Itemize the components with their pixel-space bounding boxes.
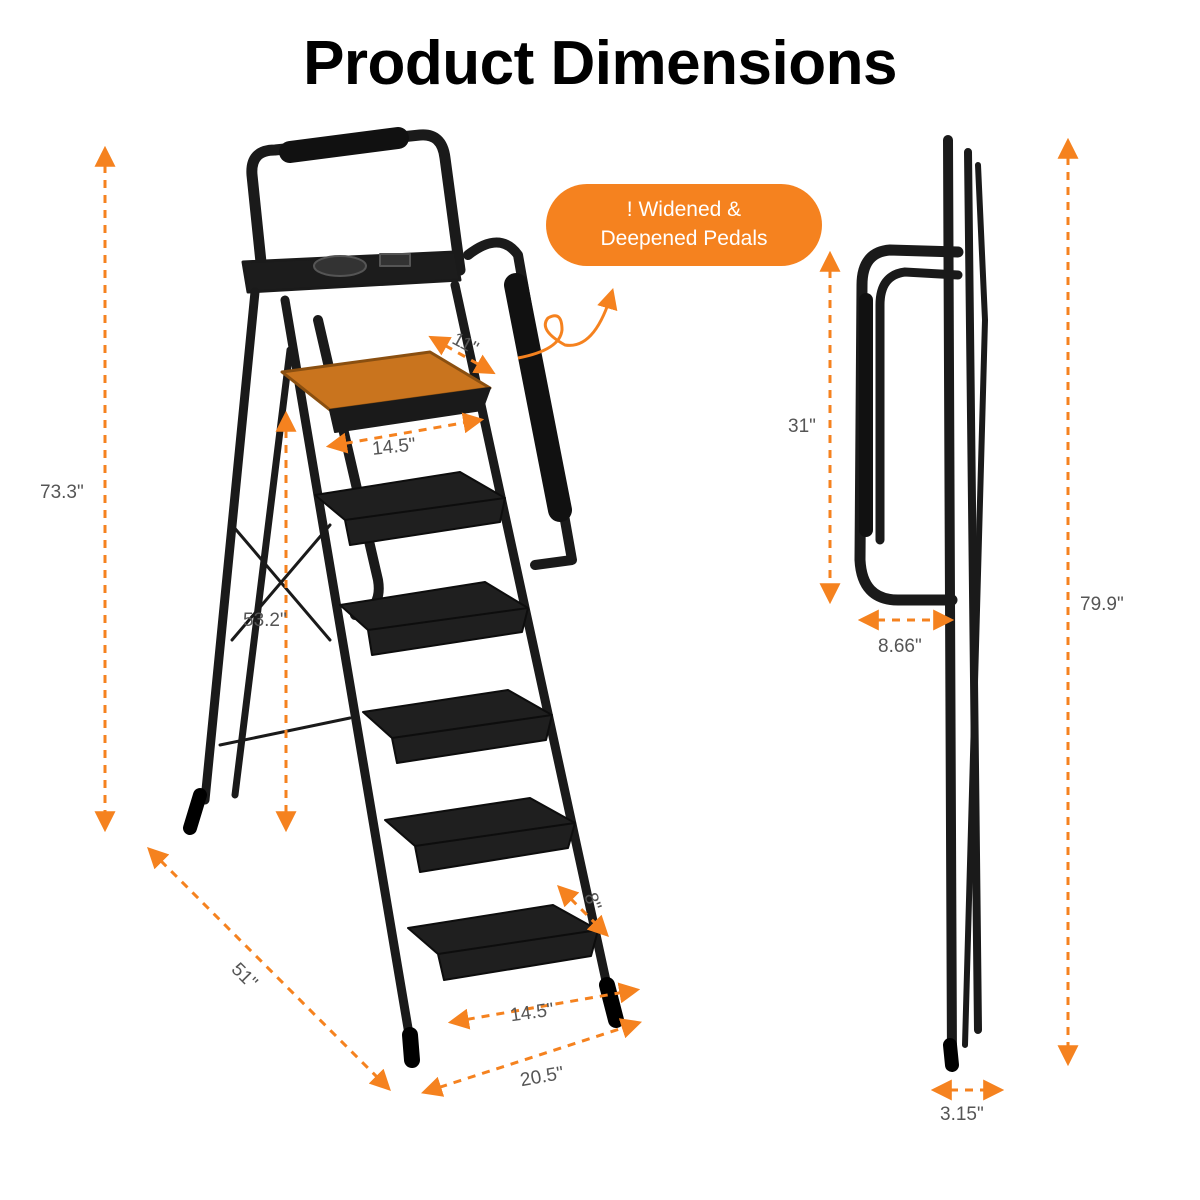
tray-slot [379,253,411,267]
label-platform-height: 53.2" [243,610,287,631]
dimension-lines [94,137,1079,1101]
label-folded-handrail-height: 31" [788,416,816,437]
folded-foot [943,1038,959,1072]
callout-arrow [517,287,618,360]
dim-line-base-depth [147,847,391,1091]
label-base-width: 20.5" [519,1063,566,1091]
label-folded-height: 79.9" [1080,594,1124,615]
step-5 [407,904,599,981]
rear-leg-left [200,287,260,805]
rear-foot-left [183,788,207,835]
folded-rail-3 [962,162,989,1048]
callout-line-2: Deepened Pedals [600,227,768,250]
step-3 [362,689,553,764]
front-foot-right [599,977,624,1028]
folded-ladder-illustration [854,135,989,1072]
page-title: Product Dimensions [303,29,897,98]
tray-cup-holder [313,255,367,277]
dim-line-step-depth [557,885,609,937]
step-1 [314,471,506,546]
steps [314,471,599,981]
side-handrail [463,237,577,570]
label-folded-handrail-depth: 8.66" [878,636,922,657]
label-folded-thickness: 3.15" [940,1104,984,1125]
label-total-height: 73.3" [40,482,84,503]
callout-badge: ! Widened & Deepened Pedals [546,184,822,266]
open-ladder-illustration [183,127,624,1068]
folded-handrail [854,244,964,606]
step-4 [384,797,576,873]
handle-grip [279,127,409,163]
step-2 [339,581,529,656]
callout-line-1: ! Widened & [626,198,742,221]
label-step-width: 14.5" [509,999,555,1026]
dim-line-step-width [447,982,641,1030]
label-platform-width: 14.5" [371,434,417,459]
folded-rail-2 [964,148,982,1034]
front-foot-left [402,1027,420,1068]
label-platform-depth: 11" [448,329,481,360]
label-base-depth: 51" [227,959,262,994]
dim-line-base-width [421,1018,642,1097]
folded-handrail-inner [875,267,963,545]
label-step-depth: 8" [579,890,605,913]
dim-line-platform-width [325,412,485,454]
side-handrail-grip [504,273,572,522]
dim-line-platform-depth [428,335,496,375]
